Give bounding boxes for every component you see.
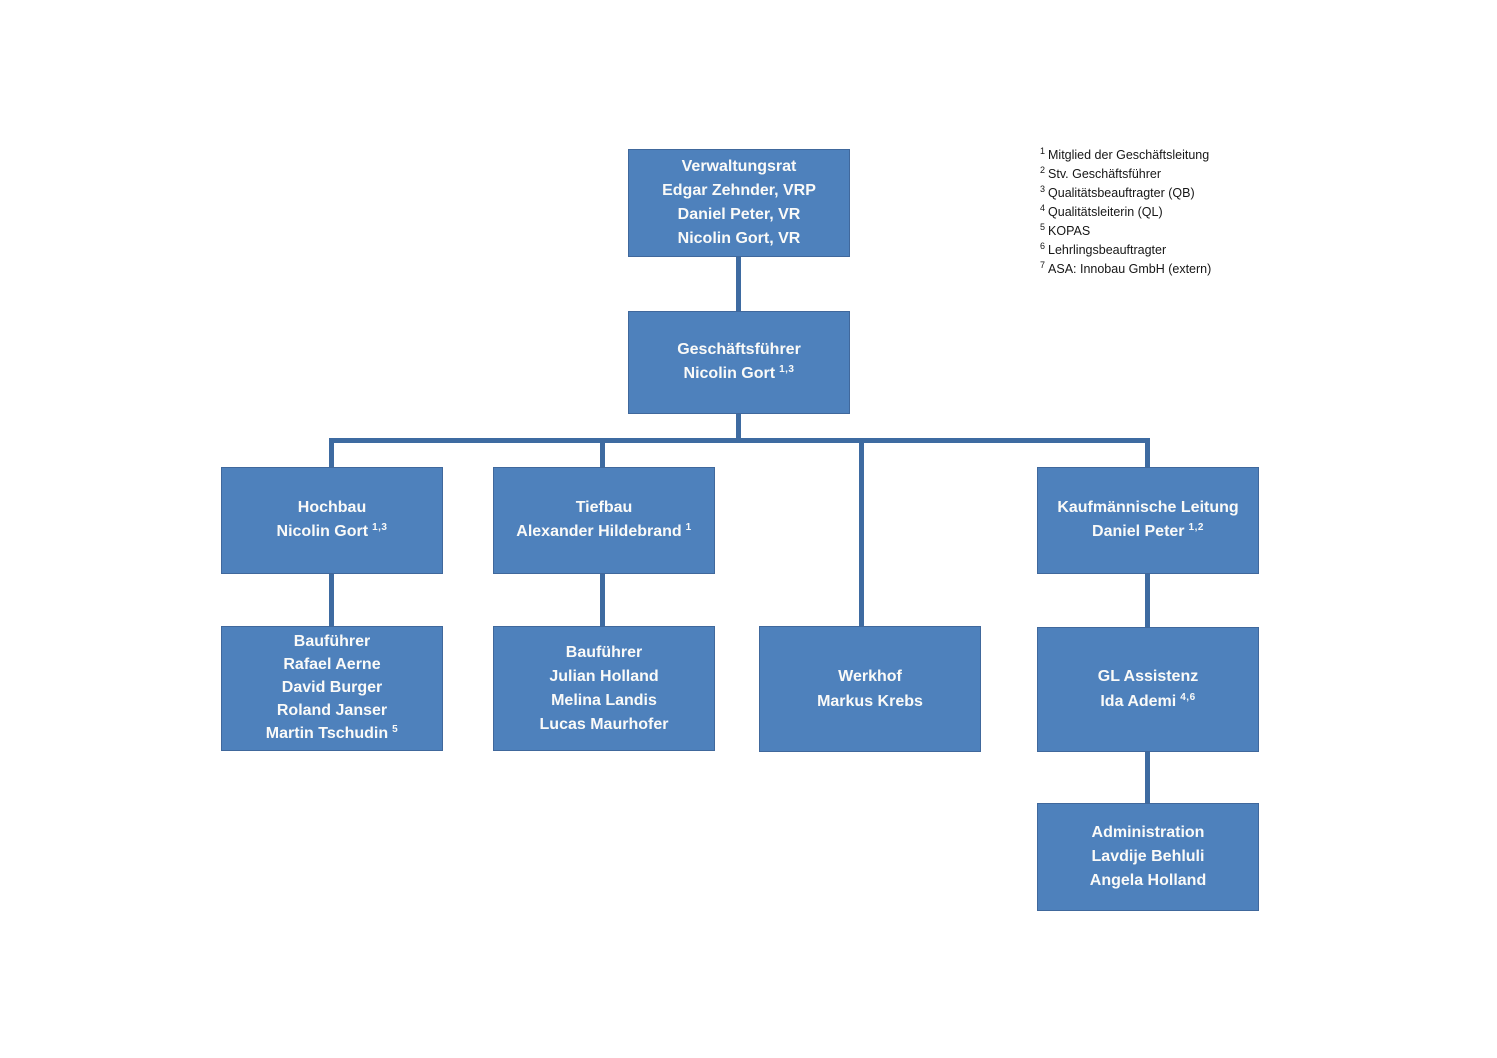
- connector-drop-tiefbau: [600, 443, 605, 467]
- footnote-ref: 1,3: [779, 363, 795, 375]
- orgbox-title: Verwaltungsrat: [681, 158, 797, 175]
- orgbox-baufuehrer-hochbau: Bauführer Rafael Aerne David Burger Rola…: [221, 626, 443, 751]
- footnote-text: Qualitätsleiterin (QL): [1048, 205, 1163, 219]
- footnote-number: 7: [1040, 260, 1046, 270]
- connector-verwaltungsrat-geschaeftsfuehrer: [736, 257, 741, 311]
- connector-drop-hochbau: [329, 443, 334, 467]
- member-name: David Burger: [281, 679, 383, 696]
- footnote-ref: 5: [392, 724, 399, 735]
- connector-gl-assistenz-administration: [1145, 752, 1150, 803]
- member-name: Markus Krebs: [817, 693, 923, 710]
- member-name: Daniel Peter, VR: [677, 206, 801, 223]
- footnote-number: 3: [1040, 184, 1046, 194]
- footnote-text: Lehrlingsbeauftragter: [1048, 243, 1167, 257]
- orgbox-administration: Administration Lavdije Behluli Angela Ho…: [1037, 803, 1259, 911]
- connector-geschaeftsfuehrer-stub: [736, 413, 741, 440]
- footnote-number: 4: [1040, 203, 1046, 213]
- footnote-text: ASA: Innobau GmbH (extern): [1048, 262, 1212, 276]
- footnote-text: KOPAS: [1048, 224, 1091, 238]
- member-name: Rafael Aerne: [283, 656, 381, 673]
- orgbox-title: Administration: [1091, 824, 1205, 841]
- orgbox-verwaltungsrat: Verwaltungsrat Edgar Zehnder, VRP Daniel…: [628, 149, 850, 257]
- footnote-ref: 1,2: [1188, 521, 1204, 533]
- footnote-ref: 1,3: [372, 521, 388, 533]
- orgbox-title: Bauführer: [293, 633, 371, 650]
- orgbox-werkhof: Werkhof Markus Krebs: [759, 626, 981, 752]
- connector-hochbau-baufuehrer: [329, 573, 334, 626]
- member-name: Roland Janser: [276, 702, 388, 719]
- footnote-text: Mitglied der Geschäftsleitung: [1048, 148, 1210, 162]
- connector-tiefbau-baufuehrer: [600, 573, 605, 626]
- connector-drop-kaufmaennische-leitung: [1145, 443, 1150, 467]
- member-name: Lucas Maurhofer: [539, 715, 669, 733]
- orgbox-title: Bauführer: [565, 643, 643, 661]
- orgbox-title: Geschäftsführer: [677, 340, 801, 358]
- member-name: Edgar Zehnder, VRP: [662, 182, 816, 199]
- footnote-ref: 1: [685, 521, 692, 533]
- member-name: Julian Holland: [549, 667, 659, 685]
- orgbox-title: Tiefbau: [575, 498, 633, 516]
- member-name: Nicolin Gort, VR: [677, 230, 801, 247]
- footnote-number: 5: [1040, 222, 1046, 232]
- orgbox-title: Hochbau: [297, 498, 367, 516]
- footnote-number: 6: [1040, 241, 1046, 251]
- orgbox-title: Werkhof: [838, 668, 902, 685]
- member-name: Lavdije Behluli: [1091, 848, 1205, 865]
- orgbox-title: GL Assistenz: [1097, 667, 1199, 685]
- footnote-text: Qualitätsbeauftragter (QB): [1048, 186, 1195, 200]
- member-name: Angela Holland: [1089, 872, 1207, 889]
- footnote-ref: 4,6: [1180, 691, 1196, 703]
- member-name: Melina Landis: [551, 691, 657, 709]
- connector-kaufmaennische-gl-assistenz: [1145, 573, 1150, 627]
- orgbox-title: Kaufmännische Leitung: [1057, 498, 1239, 516]
- footnote-text: Stv. Geschäftsführer: [1048, 167, 1162, 181]
- footnote-number: 2: [1040, 165, 1046, 175]
- connector-tree-horizontal: [329, 438, 1150, 443]
- orgbox-baufuehrer-tiefbau: Bauführer Julian Holland Melina Landis L…: [493, 626, 715, 751]
- footnote-number: 1: [1040, 146, 1046, 156]
- connector-drop-werkhof: [859, 443, 864, 626]
